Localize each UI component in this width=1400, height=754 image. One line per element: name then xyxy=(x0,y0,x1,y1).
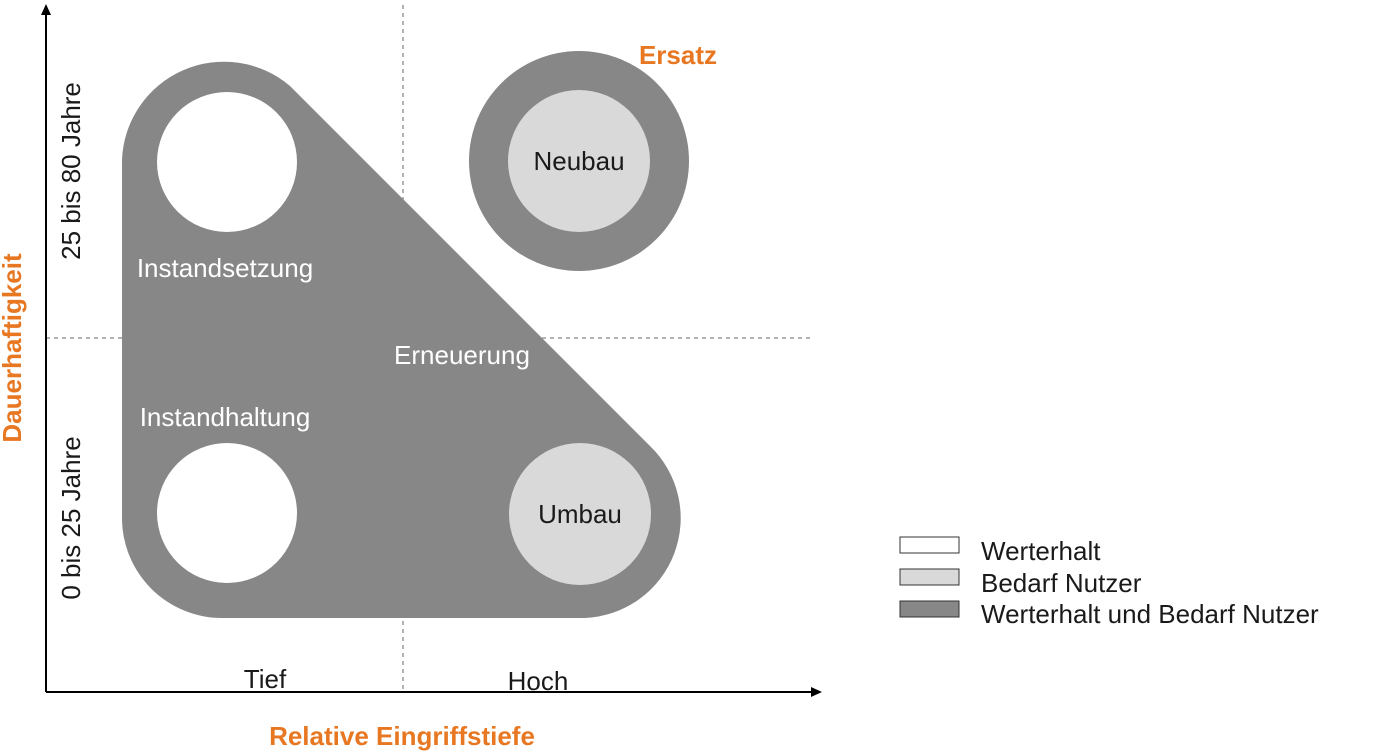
umbau-circle xyxy=(509,443,651,585)
x-tick-tief: Tief xyxy=(244,664,287,694)
legend: Werterhalt Bedarf Nutzer Werterhalt und … xyxy=(899,536,1319,629)
x-axis-arrow xyxy=(811,687,822,697)
x-axis-title: Relative Eingriffstiefe xyxy=(269,721,535,751)
legend-label-bedarf-nutzer: Bedarf Nutzer xyxy=(981,568,1142,598)
legend-swatch-werterhalt-und-bedarf xyxy=(899,600,960,618)
neubau-circle xyxy=(508,90,650,232)
instandsetzung-label: Instandsetzung xyxy=(137,253,313,283)
legend-label-werterhalt: Werterhalt xyxy=(981,536,1101,566)
umbau-label: Umbau xyxy=(538,499,622,529)
legend-label-werterhalt-und-bedarf: Werterhalt und Bedarf Nutzer xyxy=(981,599,1319,629)
instandhaltung-circle xyxy=(157,443,297,583)
x-tick-hoch: Hoch xyxy=(508,666,569,696)
legend-swatch-bedarf-nutzer xyxy=(899,568,960,586)
ersatz-label: Ersatz xyxy=(639,40,717,70)
y-axis-arrow xyxy=(41,4,51,15)
y-tick-low: 0 bis 25 Jahre xyxy=(56,436,86,599)
y-axis-title: Dauerhaftigkeit xyxy=(0,253,27,443)
instandsetzung-circle xyxy=(157,92,297,232)
neubau-label: Neubau xyxy=(533,146,624,176)
erneuerung-label: Erneuerung xyxy=(394,340,530,370)
y-tick-high: 25 bis 80 Jahre xyxy=(56,82,86,260)
legend-swatch-werterhalt xyxy=(899,536,960,554)
instandhaltung-label: Instandhaltung xyxy=(140,402,311,432)
